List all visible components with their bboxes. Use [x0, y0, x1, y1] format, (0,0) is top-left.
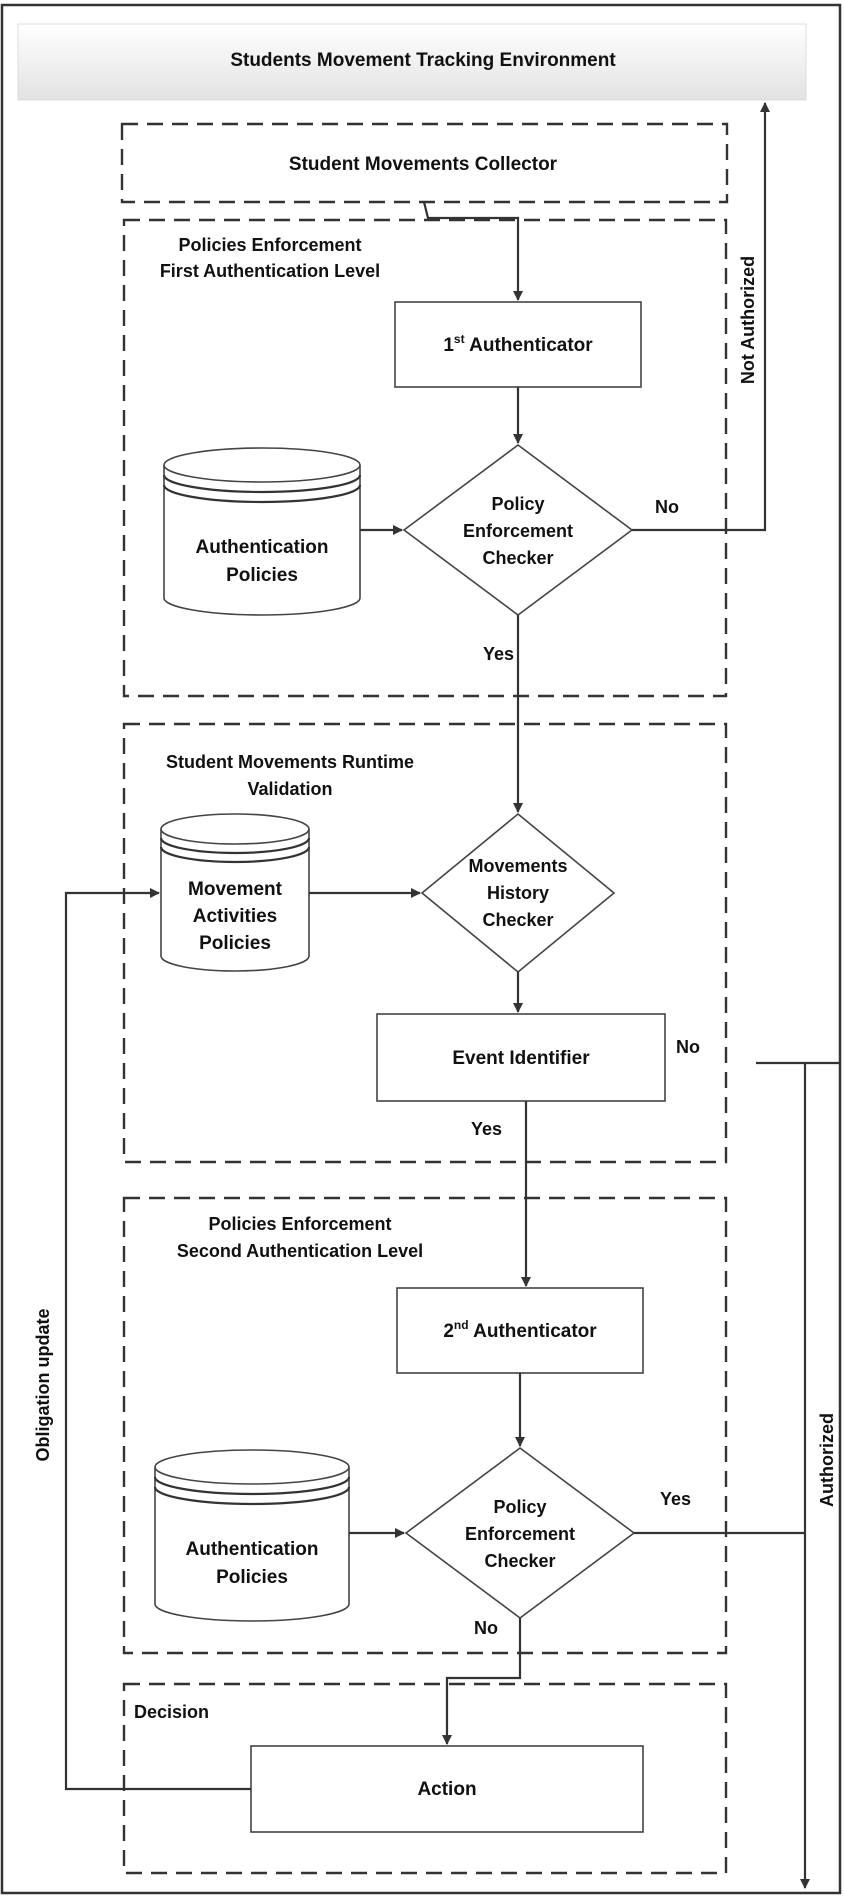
auth2-superscript: nd: [454, 1318, 469, 1332]
collector-title: Student Movements Collector: [289, 154, 558, 175]
action-label: Action: [417, 1779, 476, 1800]
second-auth-section: Policies Enforcement Second Authenticati…: [122, 1196, 728, 1655]
first-auth-section: Policies Enforcement First Authenticatio…: [122, 218, 728, 698]
checker1-line1: Policy: [491, 494, 544, 514]
history-line3: Checker: [482, 910, 553, 930]
obligation-update-label: Obligation update: [33, 1309, 53, 1462]
history-checker: Movements History Checker: [420, 812, 616, 974]
svg-text:1st Authenticator: 1st Authenticator: [443, 332, 593, 356]
decision-title: Decision: [134, 1702, 209, 1722]
checker2-yes-label: Yes: [660, 1489, 691, 1509]
auth-policies-1-line1: Authentication: [196, 537, 329, 558]
auth1-number: 1: [443, 335, 454, 356]
environment-header: Students Movement Tracking Environment: [17, 23, 807, 101]
not-authorized-label: Not Authorized: [738, 256, 758, 384]
runtime-title-line2: Validation: [247, 779, 332, 799]
event-yes-label: Yes: [471, 1119, 502, 1139]
event-no-label: No: [676, 1037, 700, 1057]
auth-policies-2-line1: Authentication: [186, 1539, 319, 1560]
runtime-section: Student Movements Runtime Validation: [122, 722, 728, 1164]
obligation-update-arrow: [64, 888, 251, 1791]
second-authenticator: 2nd Authenticator: [396, 1287, 644, 1374]
auth1-label: Authenticator: [465, 335, 594, 356]
auth-policies-2-line2: Policies: [216, 1567, 288, 1588]
authentication-policies-db-2: Authentication Policies: [153, 1449, 351, 1622]
auth1-superscript: st: [454, 332, 465, 346]
movement-policies-db: Movement Activities Policies: [159, 813, 311, 972]
policy-checker-1: Policy Enforcement Checker: [402, 444, 634, 616]
policy-checker-2: Policy Enforcement Checker: [404, 1447, 636, 1619]
connectors: [64, 102, 840, 1889]
environment-title: Students Movement Tracking Environment: [230, 50, 616, 71]
environment-frame: [0, 3, 842, 1895]
authorized-label: Authorized: [817, 1413, 837, 1507]
checker1-yes-label: Yes: [483, 644, 514, 664]
event-identifier: Event Identifier: [376, 1013, 666, 1102]
checker1-no-label: No: [655, 497, 679, 517]
auth2-label: Authenticator: [469, 1321, 598, 1342]
action-box: Action: [250, 1745, 644, 1833]
checker2-to-action-arrow: [442, 1618, 522, 1745]
first-auth-title-line1: Policies Enforcement: [178, 235, 361, 255]
second-auth-title-line2: Second Authentication Level: [177, 1241, 423, 1261]
checker2-line2: Enforcement: [465, 1524, 575, 1544]
history-line2: History: [487, 883, 549, 903]
checker2-no-label: No: [474, 1618, 498, 1638]
history-line1: Movements: [468, 856, 567, 876]
not-authorized-arrow: [632, 102, 770, 532]
decision-section: Decision: [122, 1682, 728, 1875]
first-auth-title-line2: First Authentication Level: [160, 261, 380, 281]
second-auth-title-line1: Policies Enforcement: [208, 1214, 391, 1234]
first-authenticator: 1st Authenticator: [394, 301, 642, 388]
movement-policies-line1: Movement: [188, 879, 283, 900]
checker2-line1: Policy: [493, 1497, 546, 1517]
authentication-policies-db-1: Authentication Policies: [162, 447, 362, 616]
checker1-line2: Enforcement: [463, 521, 573, 541]
collector-to-auth1-arrow: [422, 201, 523, 301]
auth2-number: 2: [443, 1321, 454, 1342]
runtime-title-line1: Student Movements Runtime: [166, 752, 414, 772]
svg-text:2nd Authenticator: 2nd Authenticator: [443, 1318, 597, 1342]
auth-policies-1-line2: Policies: [226, 565, 298, 586]
movement-policies-line3: Policies: [199, 933, 271, 954]
movement-policies-line2: Activities: [193, 906, 277, 927]
checker1-line3: Checker: [482, 548, 553, 568]
event-identifier-label: Event Identifier: [452, 1048, 590, 1069]
checker2-line3: Checker: [484, 1551, 555, 1571]
edge-labels: No Not Authorized Yes No Yes Yes No Auth…: [33, 256, 837, 1638]
